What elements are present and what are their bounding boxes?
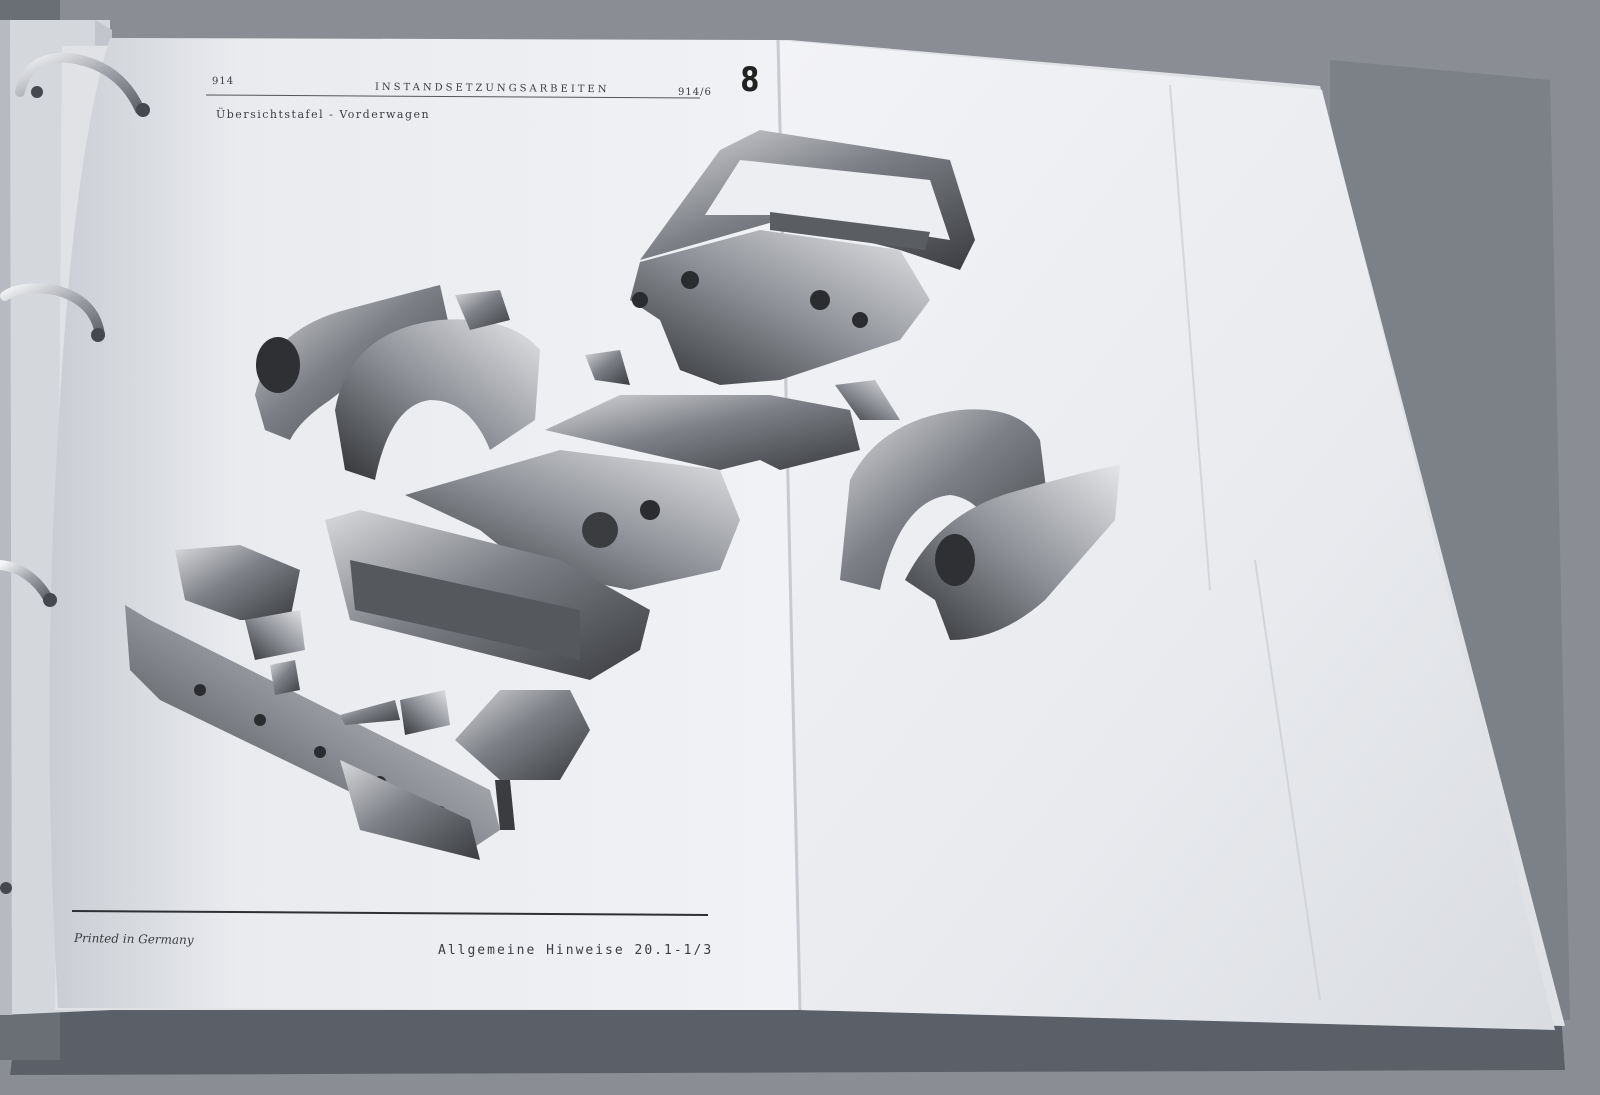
left-fender bbox=[255, 285, 450, 440]
header-right-code: 914/6 bbox=[678, 87, 712, 98]
right-fender bbox=[905, 465, 1120, 640]
binder-ring-icon bbox=[0, 283, 105, 342]
front-bulkhead bbox=[325, 510, 650, 680]
left-headlight-housing bbox=[175, 545, 305, 695]
left-page bbox=[49, 38, 800, 1010]
bracket-panel-2 bbox=[835, 380, 900, 420]
footer-reference: Allgemeine Hinweise 20.1-1/3 bbox=[438, 943, 714, 958]
windshield-frame bbox=[640, 130, 975, 270]
trunk-floor bbox=[405, 395, 860, 590]
right-page bbox=[778, 40, 1555, 1030]
left-wheelhouse bbox=[335, 290, 540, 480]
firewall-cowl bbox=[630, 230, 930, 385]
fold-line bbox=[1169, 84, 1211, 591]
front-crossmember bbox=[125, 605, 500, 860]
footer-rule bbox=[71, 910, 709, 916]
chapter-number: 8 bbox=[740, 60, 760, 100]
right-headlight-housing bbox=[340, 690, 590, 830]
binder-ring-icon bbox=[15, 52, 150, 117]
fold-line-2 bbox=[1254, 559, 1321, 1001]
bracket-panel bbox=[585, 350, 630, 385]
binder-hole bbox=[0, 882, 12, 894]
binder-ring-icon bbox=[0, 560, 57, 607]
page-subtitle: Übersichtstafel - Vorderwagen bbox=[216, 108, 431, 121]
header-left-code: 914 bbox=[211, 75, 235, 88]
exploded-body-illustration bbox=[125, 130, 1120, 860]
header-rule bbox=[205, 94, 701, 99]
footer-imprint: Printed in Germany bbox=[73, 930, 194, 948]
